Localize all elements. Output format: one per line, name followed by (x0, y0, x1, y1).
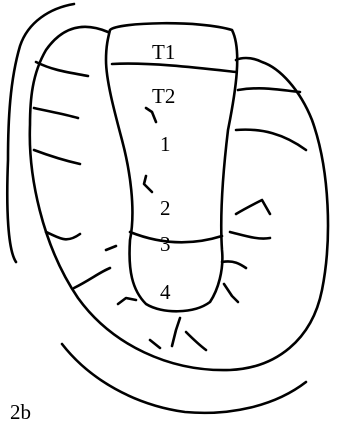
seg-line-l2 (34, 108, 78, 118)
seg-line-l9 (172, 318, 180, 346)
seg-line-l10 (186, 332, 206, 350)
divider-3-4 (130, 232, 222, 242)
seg-line-r6 (224, 284, 238, 302)
seg-line-r2 (236, 130, 306, 150)
segment-label-t1: T1 (152, 42, 175, 63)
outer-arc-bottom (62, 344, 306, 413)
seg-line-l8 (150, 340, 160, 348)
seg-line-l6 (106, 246, 116, 250)
seg-line-r4 (230, 232, 270, 239)
figure-label: 2b (10, 402, 31, 423)
segment-label-4: 4 (160, 282, 171, 303)
outer-arc-left (7, 4, 74, 262)
seg-line-l7 (118, 298, 136, 304)
tick-1 (146, 108, 156, 122)
segment-label-3: 3 (160, 234, 171, 255)
tick-2 (144, 176, 152, 192)
seg-line-r3 (236, 200, 270, 214)
seg-line-r5 (222, 261, 246, 268)
seg-line-l1 (36, 62, 88, 76)
segment-label-t2: T2 (152, 86, 175, 107)
seg-line-l3 (34, 150, 80, 164)
seg-line-l4 (46, 232, 80, 239)
seg-line-l5 (74, 268, 110, 288)
segment-label-1: 1 (160, 134, 171, 155)
divider-t1-t2 (112, 64, 236, 72)
segment-label-2: 2 (160, 198, 171, 219)
seg-line-r1 (238, 88, 300, 92)
